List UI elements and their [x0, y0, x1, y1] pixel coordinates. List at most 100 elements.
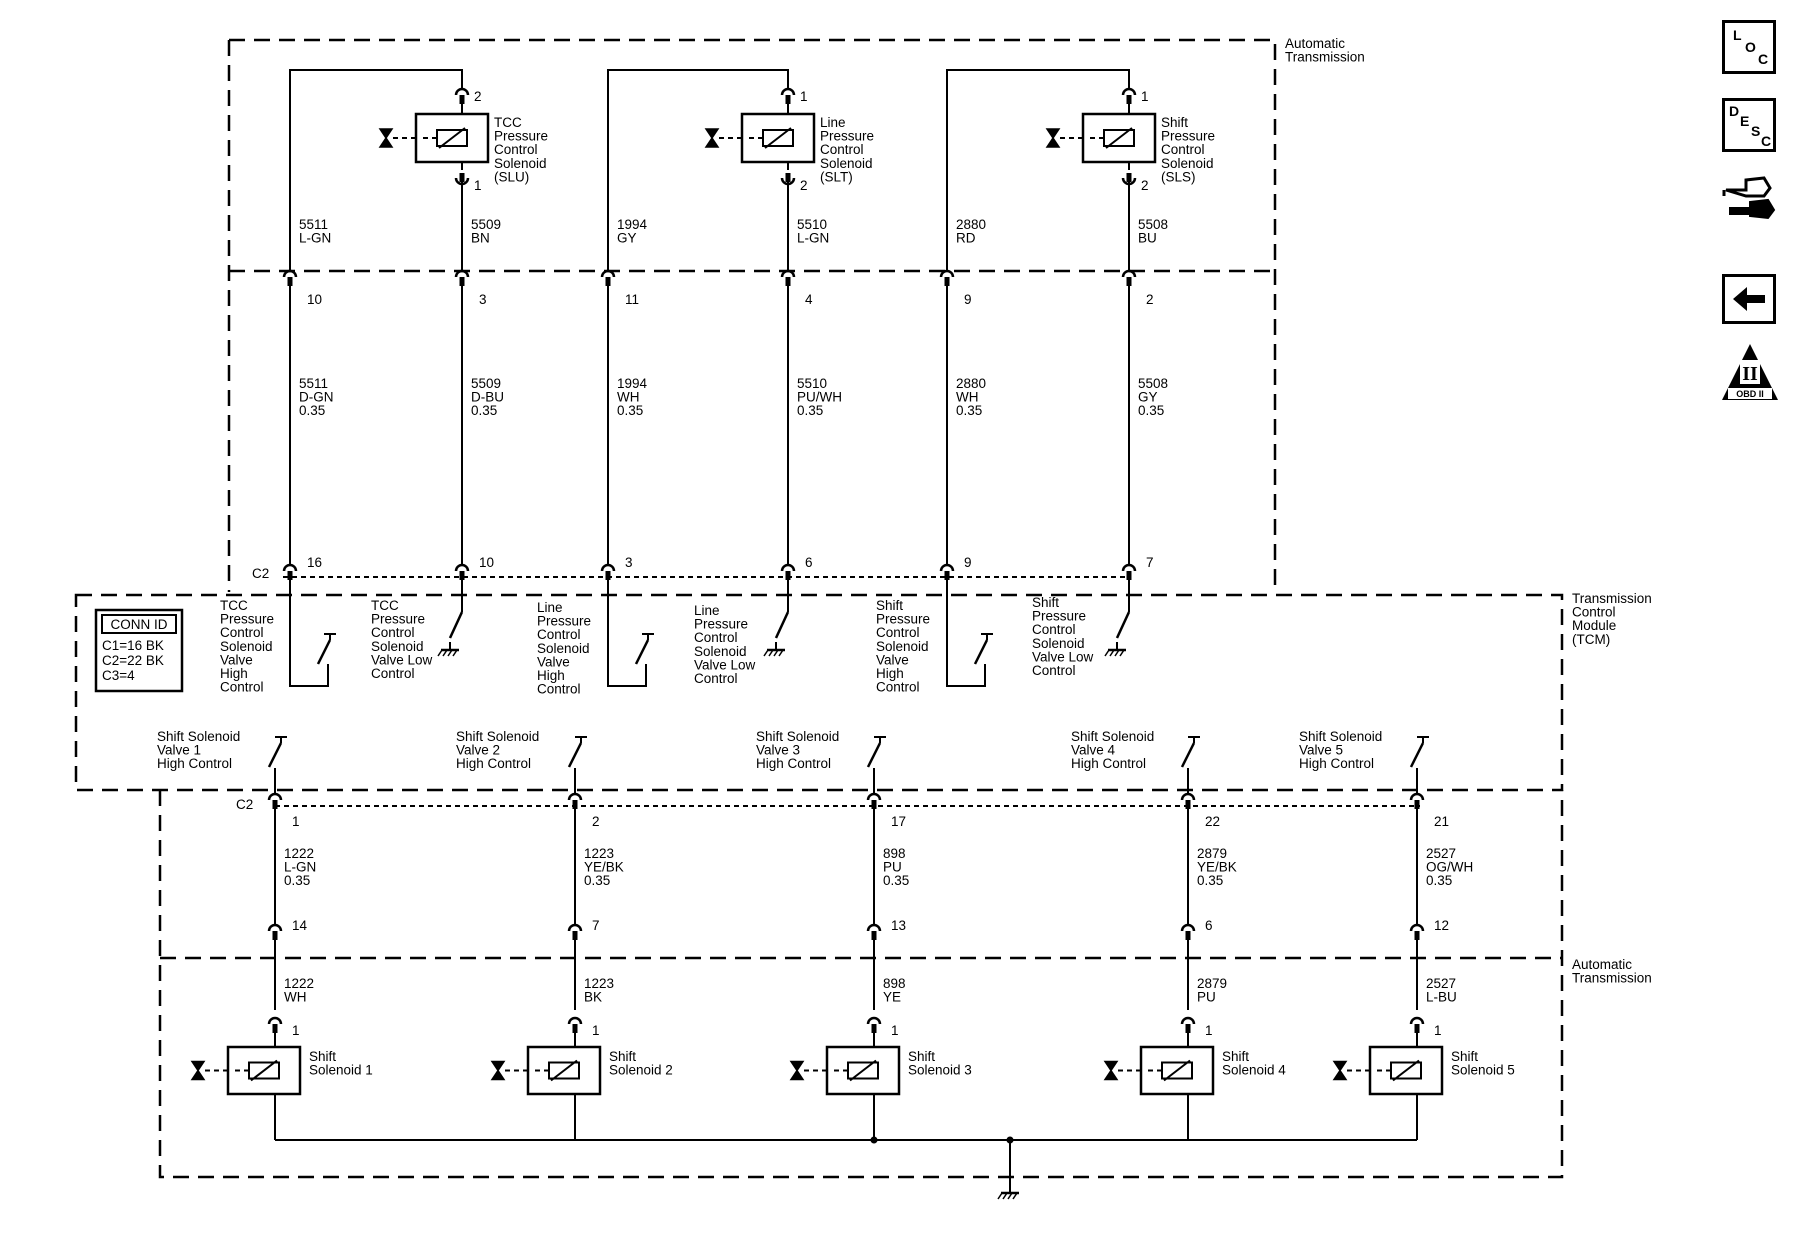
- valve-symbol: [704, 128, 720, 148]
- connector-pin: [287, 571, 293, 580]
- connector-pin: [785, 95, 791, 104]
- wires: [274, 69, 1418, 1185]
- tcm-connector-c2: [454, 563, 470, 572]
- solenoid-coil-diagonal: [438, 127, 466, 149]
- back-arrow-icon[interactable]: [1722, 274, 1776, 324]
- solenoid-pin-bottom: 2: [800, 178, 808, 193]
- inline-connector-bottom: [1409, 923, 1425, 932]
- ground-hatch: [442, 649, 448, 657]
- tcm-pin-bottom: 21: [1434, 814, 1449, 829]
- connector-shift-solenoid: [1409, 1016, 1425, 1025]
- ground-hatch: [1012, 1192, 1018, 1200]
- area-boxes: [74, 38, 1564, 1179]
- ground-hatch: [1114, 649, 1120, 657]
- inline-connector-top: [454, 269, 470, 278]
- ground-hatch: [1104, 649, 1110, 657]
- connector-pin: [944, 571, 950, 580]
- valve-symbol: [378, 128, 394, 148]
- auto-trans-top-box: [229, 38, 1277, 592]
- valve-symbol: [1103, 1060, 1119, 1081]
- solenoid-pin-bottom: 1: [474, 178, 482, 193]
- inline-pin-bottom: 14: [292, 918, 308, 933]
- switch-blade: [316, 639, 332, 665]
- switch-blade: [634, 639, 650, 665]
- connector-pin: [572, 1024, 578, 1033]
- inline-pin-top: 10: [307, 292, 322, 307]
- inline-pin-bottom: 6: [1205, 918, 1213, 933]
- switch-blade: [1409, 742, 1425, 768]
- wire-loop: [289, 69, 463, 271]
- obd-ii-icon[interactable]: II OBD II: [1718, 340, 1782, 406]
- desc-icon[interactable]: D E S C: [1722, 98, 1776, 152]
- solenoid-coil-diagonal: [1392, 1059, 1420, 1082]
- connector-solenoid-top: [1121, 87, 1137, 96]
- inline-connector-top: [939, 269, 955, 278]
- connector-label-c2-top: C2: [252, 566, 269, 581]
- navigation-icons: L O C D E S C II OBD II: [1718, 20, 1788, 460]
- connector-pin: [1185, 1024, 1191, 1033]
- tcm-connector-c2-bottom: [866, 792, 882, 801]
- tcm-pin-bottom: 22: [1205, 814, 1220, 829]
- loc-icon[interactable]: L O C: [1722, 20, 1776, 74]
- connector-pin: [459, 173, 465, 182]
- valve-symbol: [1332, 1060, 1348, 1081]
- obd-numeral: II: [1742, 363, 1758, 385]
- connector-icon[interactable]: [1720, 168, 1780, 228]
- connector-pin: [1126, 277, 1132, 286]
- splice-dot: [870, 1136, 878, 1144]
- connector-pin: [459, 277, 465, 286]
- ground-hatch: [773, 649, 779, 657]
- connector-pin: [605, 571, 611, 580]
- connector-label-c2-bottom: C2: [236, 797, 253, 812]
- connector-shift-solenoid: [267, 1016, 283, 1025]
- connector-pin: [459, 95, 465, 104]
- connector-pin: [871, 800, 877, 809]
- splice-dot: [1006, 1136, 1014, 1144]
- tcm-pin-top: 9: [964, 555, 972, 570]
- connector-pin: [785, 277, 791, 286]
- tcm-connector-c2: [1121, 563, 1137, 572]
- ground-hatch: [447, 649, 453, 657]
- connector-shift-solenoid: [567, 1016, 583, 1025]
- connector-solenoid-top: [780, 87, 796, 96]
- connector-pin: [459, 571, 465, 580]
- connector-pin: [1185, 931, 1191, 940]
- wire-loop: [607, 69, 789, 271]
- switch-blade: [973, 639, 989, 665]
- tcm-pin-top: 3: [625, 555, 633, 570]
- inline-pin-top: 11: [625, 292, 639, 307]
- solenoid-pin-top: 1: [1141, 89, 1149, 104]
- valve-symbol: [190, 1060, 206, 1081]
- wire-loop: [946, 69, 1130, 271]
- solenoid-coil-diagonal: [764, 127, 792, 149]
- tcm-connector-c2-bottom: [567, 792, 583, 801]
- tcm-connector-c2: [780, 563, 796, 572]
- connector-pin: [871, 931, 877, 940]
- connector-solenoid-bottom: [454, 177, 470, 186]
- inline-pin-bottom: 7: [592, 918, 600, 933]
- connector-solenoid-bottom: [780, 177, 796, 186]
- solenoid-pin-top: 2: [474, 89, 482, 104]
- conn-id-title-box: [101, 614, 177, 634]
- connector-pin: [1126, 173, 1132, 182]
